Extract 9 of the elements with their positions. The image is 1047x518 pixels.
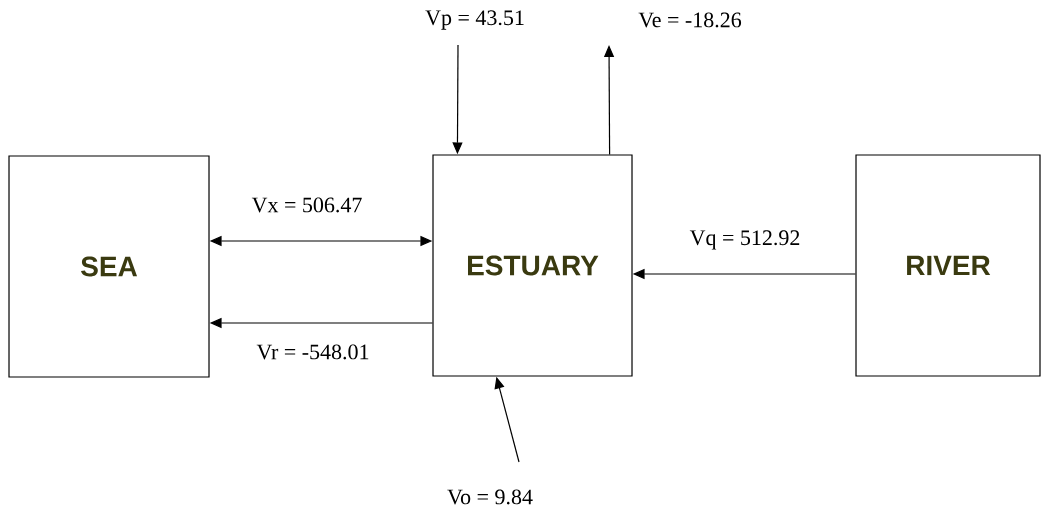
edge-label: Vp = 43.51	[424, 9, 526, 31]
edge-label: Vq = 512.92	[688, 229, 802, 251]
edge-label: Vx = 506.47	[250, 196, 364, 214]
process-box: ESTUARY	[432, 154, 633, 377]
edge-label: Vo = 9.84	[446, 488, 534, 506]
process-box: SEA	[8, 155, 210, 378]
process-box: RIVER	[855, 154, 1041, 377]
edge-label: Ve = -18.26	[637, 11, 743, 29]
edge-label: Vr = -548.01	[255, 343, 371, 361]
